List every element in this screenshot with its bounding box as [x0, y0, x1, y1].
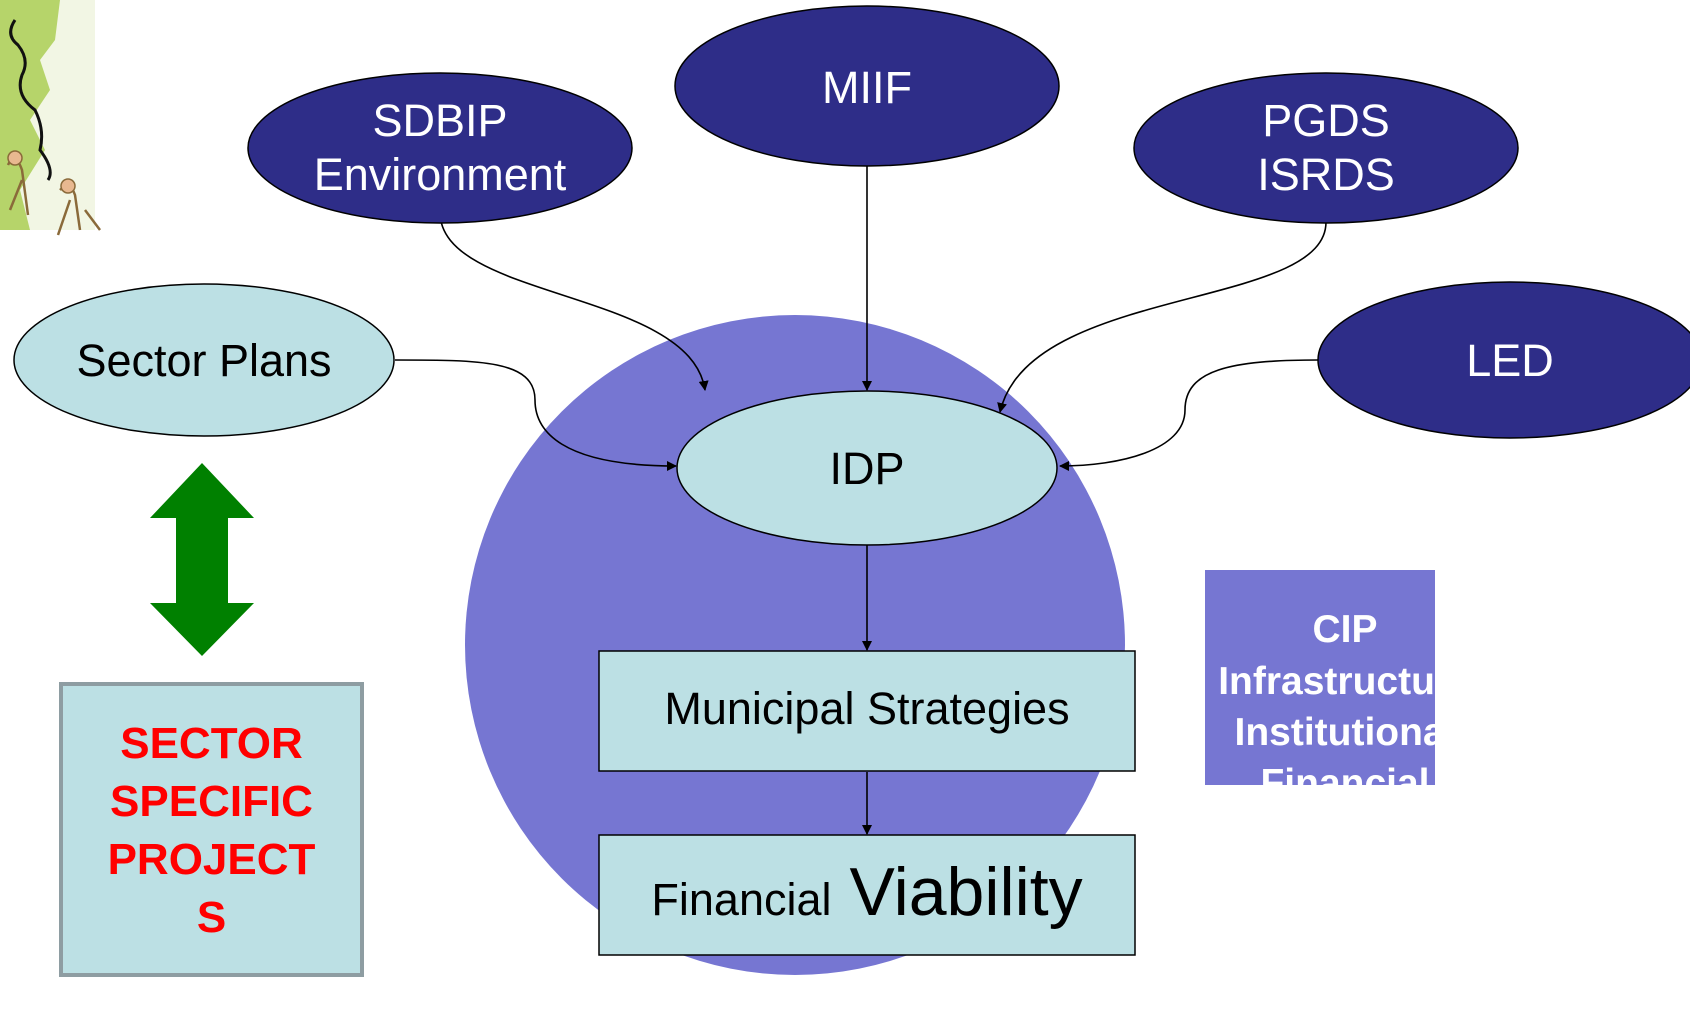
clipart-trail-line	[9, 19, 52, 181]
pgds-line-1: PGDS	[1262, 95, 1390, 146]
sdbip-line-1: SDBIP	[372, 95, 508, 146]
pgds-label: PGDS ISRDS	[1146, 88, 1506, 208]
sector-projects-line-3: PROJECT	[107, 835, 316, 884]
sector-plans-ellipse	[13, 283, 395, 437]
pgds-line-2: ISRDS	[1257, 149, 1395, 200]
miif-ellipse	[674, 5, 1060, 167]
sector-projects-line-2: SPECIFIC	[110, 776, 313, 826]
cip-label: CIP Infrastructure Institutional Financi…	[1185, 602, 1505, 812]
sector-projects-line-1: SECTOR	[120, 718, 303, 768]
sector-projects-label: SECTOR SPECIFIC PROJECT S	[63, 706, 360, 956]
municipal-strategies-box	[598, 650, 1136, 772]
connector-sdbip-idp	[439, 211, 709, 391]
municipal-strategies-label: Municipal Strategies	[601, 676, 1133, 741]
led-label: LED	[1390, 328, 1630, 393]
connector-led-idp	[1059, 359, 1319, 471]
financial-viability-box	[598, 834, 1136, 956]
pgds-ellipse	[1133, 72, 1519, 224]
led-ellipse	[1317, 281, 1690, 439]
cip-line-1: CIP	[1312, 608, 1378, 652]
sector-plans-label: Sector Plans	[24, 328, 384, 393]
financial-small-text: Financial	[651, 874, 832, 925]
sector-projects-box	[59, 682, 364, 977]
sdbip-label: SDBIP Environment	[260, 88, 620, 208]
sdbip-ellipse	[247, 72, 633, 224]
municipal-strategies-text: Municipal Strategies	[664, 682, 1070, 734]
idp-ellipse	[676, 390, 1058, 546]
cip-line-3: Institutional	[1234, 711, 1456, 754]
miif-label: MIIF	[687, 55, 1047, 120]
clipart-green-patch	[0, 0, 60, 230]
connector-sector-plans-idp	[394, 359, 677, 471]
hiking-people-clipart	[0, 0, 101, 236]
cip-line-4: Financial	[1260, 762, 1430, 806]
led-text: LED	[1466, 334, 1554, 386]
double-arrow-icon	[150, 463, 254, 656]
connector-pgds-idp	[997, 221, 1327, 413]
sector-projects-line-4: S	[196, 893, 227, 943]
idp-label: IDP	[727, 436, 1007, 501]
financial-viability-label: Financial Viability	[601, 852, 1133, 938]
viability-large-text: Viability	[849, 854, 1083, 930]
cip-box	[1205, 570, 1435, 785]
sdbip-line-2: Environment	[313, 149, 567, 200]
cip-line-2: Infrastructure	[1218, 659, 1472, 703]
idp-text: IDP	[829, 442, 905, 494]
miif-text: MIIF	[822, 61, 912, 113]
clipart-hiker-head	[7, 150, 23, 166]
sector-plans-text: Sector Plans	[76, 334, 332, 386]
clipart-hiker-head	[60, 178, 76, 194]
